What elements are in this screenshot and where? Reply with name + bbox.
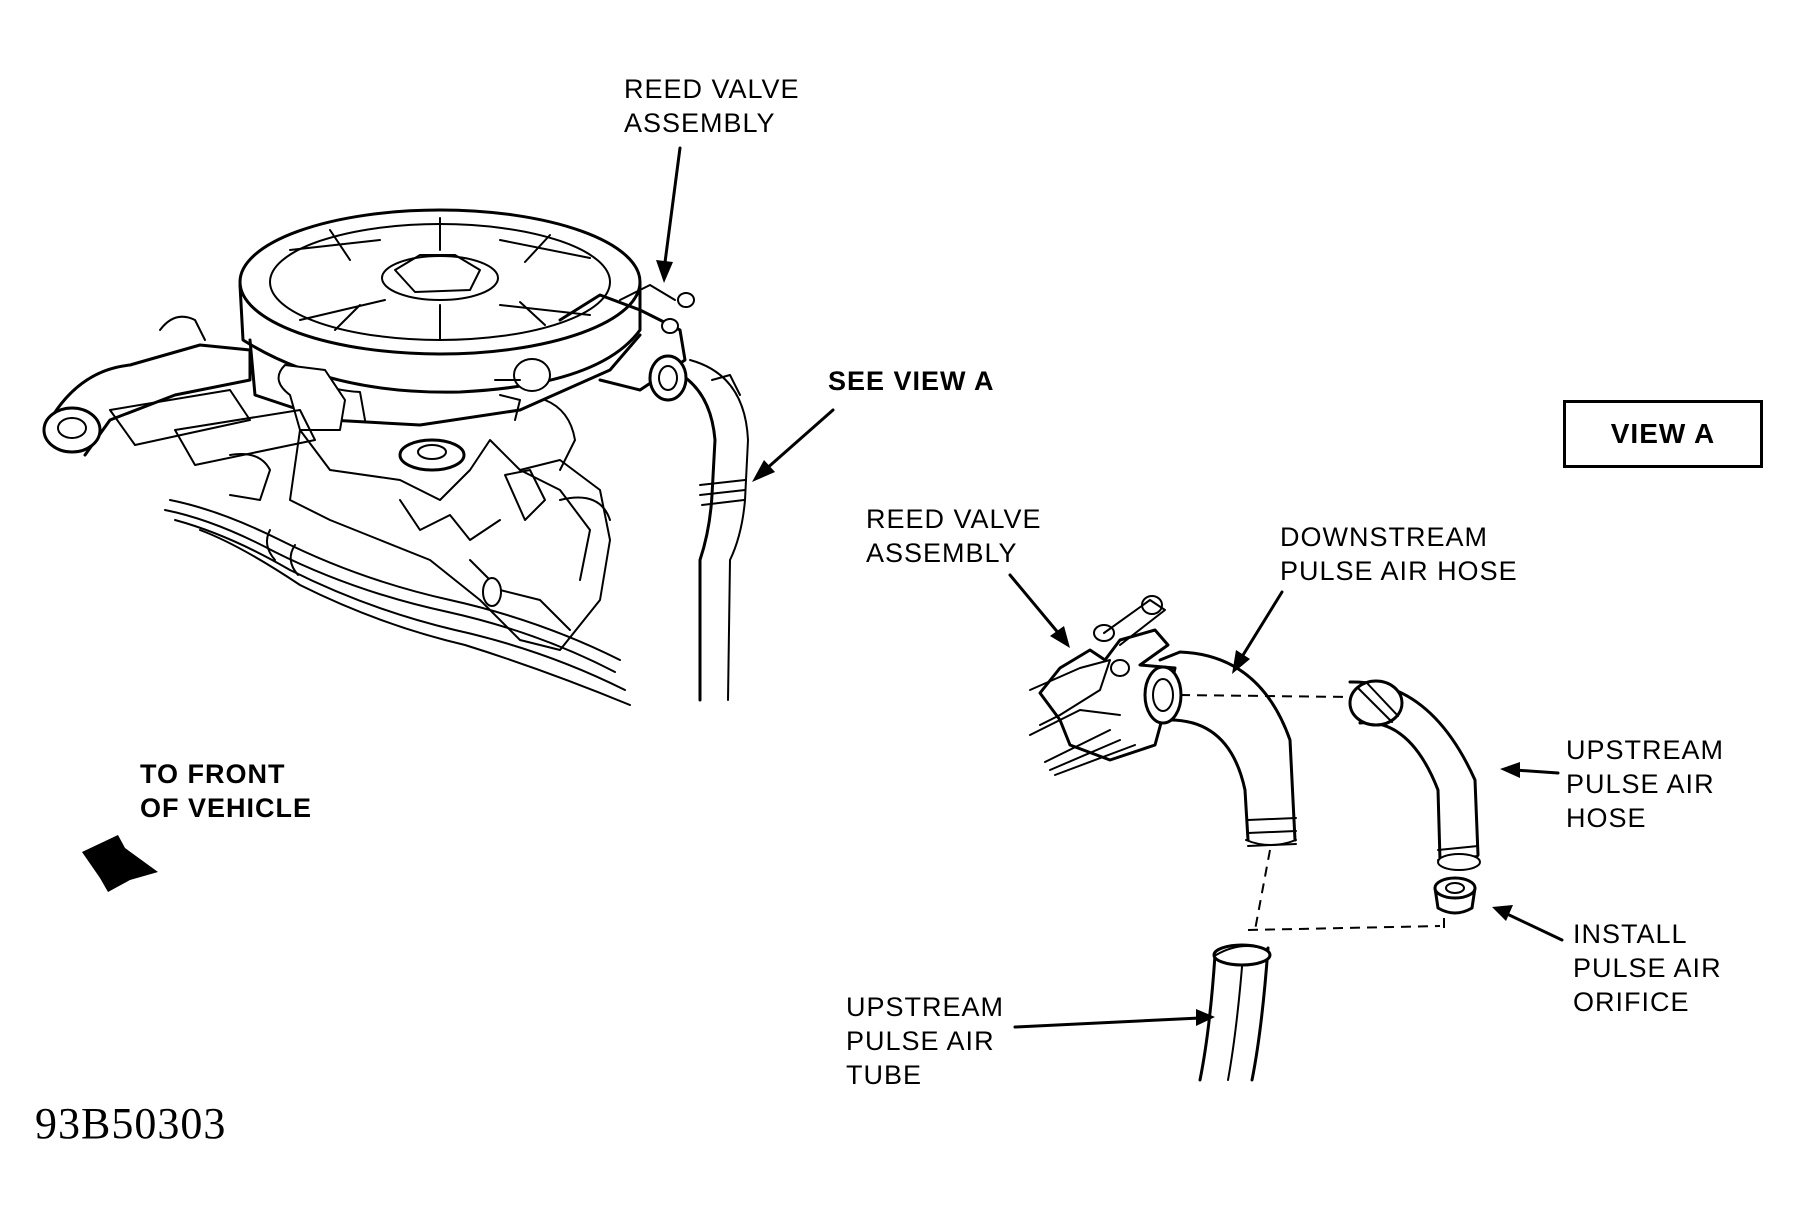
label-line: HOSE — [1566, 803, 1647, 833]
label-line: TUBE — [846, 1060, 923, 1090]
air-cleaner — [238, 208, 642, 394]
label-see-view-a: SEE VIEW A — [828, 366, 995, 396]
label-line: PULSE AIR HOSE — [1280, 556, 1518, 586]
label-line: REED VALVE — [624, 74, 800, 104]
label-install-pulse-air-orifice: INSTALL PULSE AIR ORIFICE — [1573, 917, 1722, 1019]
pulse-air-orifice — [1433, 876, 1477, 915]
label-line: PULSE AIR — [1566, 769, 1715, 799]
leader-lines — [656, 146, 1564, 1029]
view-a-box: VIEW A — [1563, 400, 1763, 468]
label-upstream-pulse-air-tube: UPSTREAM PULSE AIR TUBE — [846, 990, 1004, 1092]
label-line: REED VALVE — [866, 504, 1042, 534]
view-a-title: VIEW A — [1610, 418, 1716, 449]
label-to-front-of-vehicle: TO FRONT OF VEHICLE — [140, 757, 312, 825]
label-line: TO FRONT — [140, 759, 286, 789]
label-line: ASSEMBLY — [866, 538, 1018, 568]
label-reed-valve-assembly-view: REED VALVE ASSEMBLY — [866, 502, 1042, 570]
label-line: OF VEHICLE — [140, 793, 313, 823]
front-direction-arrow — [82, 835, 158, 892]
engine-illustration — [42, 208, 749, 706]
label-line: ORIFICE — [1573, 987, 1690, 1017]
label-line: PULSE AIR — [846, 1026, 995, 1056]
label-line: INSTALL — [1573, 919, 1688, 949]
label-line: DOWNSTREAM — [1280, 522, 1488, 552]
label-line: UPSTREAM — [1566, 735, 1725, 765]
label-line: PULSE AIR — [1573, 953, 1722, 983]
label-reed-valve-assembly-engine: REED VALVE ASSEMBLY — [624, 72, 800, 140]
view-a-detail — [1029, 595, 1481, 1082]
figure-id: 93B50303 — [35, 1099, 227, 1148]
label-line: ASSEMBLY — [624, 108, 776, 138]
label-downstream-pulse-air-hose: DOWNSTREAM PULSE AIR HOSE — [1280, 520, 1518, 588]
label-upstream-pulse-air-hose: UPSTREAM PULSE AIR HOSE — [1566, 733, 1724, 835]
label-line: UPSTREAM — [846, 992, 1005, 1022]
